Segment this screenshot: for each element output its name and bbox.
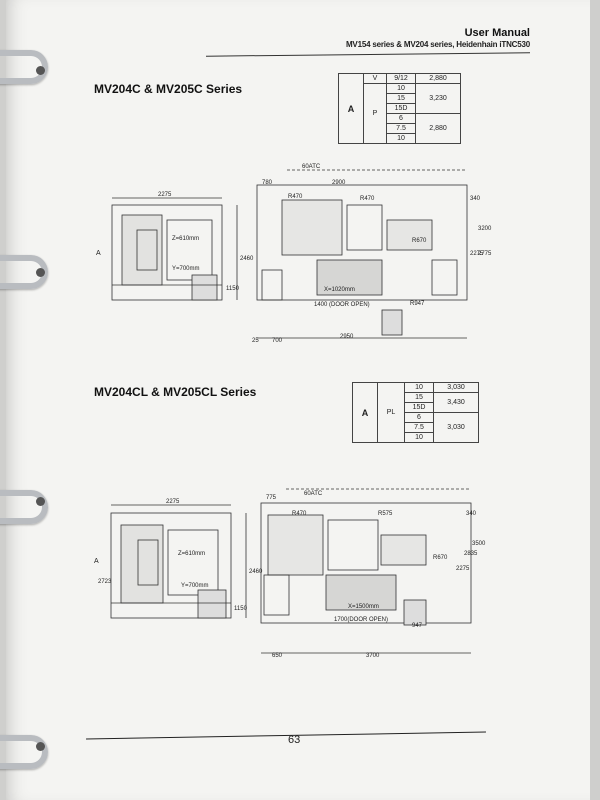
header-rule (206, 52, 530, 57)
punch-hole (36, 497, 45, 506)
spec-v: 15D (386, 103, 416, 114)
plan-view (256, 169, 468, 339)
side-label: A (96, 250, 101, 257)
spec-table: A PL 10 3,030 15 3,430 15D 6 3,030 7.5 1… (352, 382, 479, 443)
punch-hole (36, 66, 45, 75)
binder-ring (0, 255, 48, 289)
dim-right: 2460 (249, 569, 263, 575)
spec-v: 10 (404, 432, 434, 443)
x-travel: X=1020mm (324, 287, 355, 293)
radius-4: R947 (410, 301, 425, 307)
layout-drawing: A 2275 2723 2460 1150 Y=700mm Z=610mm 77… (94, 488, 486, 659)
plan-dim-b: 2900 (332, 180, 346, 186)
bottom-a: 650 (272, 653, 283, 659)
plan-h2: 2275 (470, 251, 484, 257)
spec-row-label: A (352, 382, 378, 443)
dim-low: 1150 (226, 286, 240, 292)
spec-value: 3,030 (433, 382, 479, 393)
bottom-c: 2950 (340, 334, 354, 340)
spec-v: 10 (386, 133, 416, 144)
radius-1: R470 (292, 511, 307, 517)
footer-rule (86, 731, 486, 740)
spec-v-value: 9/12 (386, 73, 416, 84)
spec-v: 10 (404, 382, 434, 393)
door-open: 1700(DOOR OPEN) (334, 617, 388, 623)
side-label: A (94, 558, 99, 565)
section-title: MV204CL & MV205CL Series (94, 385, 257, 399)
radius-4: 947 (412, 623, 423, 629)
spec-v: 7.5 (386, 123, 416, 134)
binder-ring (0, 490, 48, 524)
dim-height: 2460 (240, 256, 254, 262)
bottom-b: 700 (272, 338, 283, 344)
manual-title: User Manual (464, 27, 530, 39)
y-travel: Y=700mm (181, 583, 209, 589)
door-open: 1400 (DOOR OPEN) (314, 302, 370, 308)
bottom-a: 25 (252, 338, 259, 344)
radius-3: R670 (433, 555, 448, 561)
atc-label: 60ATC (302, 164, 321, 170)
spec-v: 15D (404, 402, 434, 413)
x-travel: X=1500mm (348, 604, 379, 610)
page-number: 63 (288, 734, 301, 746)
radius-2: R470 (360, 196, 375, 202)
y-travel: Y=700mm (172, 266, 200, 272)
spec-value: 2,880 (415, 113, 461, 144)
spec-v-label: V (363, 73, 387, 84)
z-travel: Z=610mm (178, 551, 205, 557)
radius-3: R670 (412, 238, 427, 244)
spec-value: 2,880 (415, 73, 461, 84)
spec-v: 15 (404, 392, 434, 403)
dim-low: 1150 (234, 606, 248, 612)
spec-value: 3,230 (415, 83, 461, 114)
dim-width: 2275 (166, 499, 180, 505)
plan-h3: 2775 (478, 251, 492, 257)
spec-v: 6 (404, 412, 434, 423)
spec-sub-label: PL (377, 382, 405, 443)
side-elevation (111, 197, 238, 301)
spec-v: 10 (386, 83, 416, 94)
spec-row-label: A (338, 73, 364, 144)
section-title: MV204C & MV205C Series (94, 82, 243, 96)
plan-h1: 340 (470, 196, 481, 202)
z-travel: Z=610mm (172, 236, 199, 242)
manual-subtitle: MV154 series & MV204 series, Heidenhain … (345, 40, 530, 49)
spec-v: 7.5 (404, 422, 434, 433)
spec-table: A V 9/12 2,880 P 10 3,230 15 15D 6 2,880… (338, 73, 461, 144)
plan-dim-a: 780 (262, 180, 273, 186)
spec-v: 15 (386, 93, 416, 104)
spec-sub-label: P (363, 83, 387, 144)
binder-ring (0, 735, 48, 769)
radius-1: R470 (288, 194, 303, 200)
spec-value: 3,430 (433, 392, 479, 413)
bottom-b: 3700 (366, 653, 380, 659)
layout-drawing: A 2275 2460 1150 Y=700mm Z=610mm 780 60A… (96, 164, 492, 344)
dim-height: 2723 (98, 579, 112, 585)
plan-h3: 2835 (464, 551, 478, 557)
side-elevation (110, 504, 247, 619)
spec-value: 3,030 (433, 412, 479, 443)
binder-ring (0, 50, 48, 84)
plan-view (260, 488, 472, 654)
plan-h4: 3500 (472, 541, 486, 547)
spec-v: 6 (386, 113, 416, 124)
dim-width: 2275 (158, 192, 172, 198)
punch-hole (36, 268, 45, 277)
plan-h2: 2275 (456, 566, 470, 572)
plan-h1: 340 (466, 511, 477, 517)
atc-label: 60ATC (304, 491, 323, 497)
plan-h4: 3200 (478, 226, 492, 232)
radius-2: R575 (378, 511, 393, 517)
punch-hole (36, 742, 45, 751)
plan-dim-a: 775 (266, 495, 277, 501)
